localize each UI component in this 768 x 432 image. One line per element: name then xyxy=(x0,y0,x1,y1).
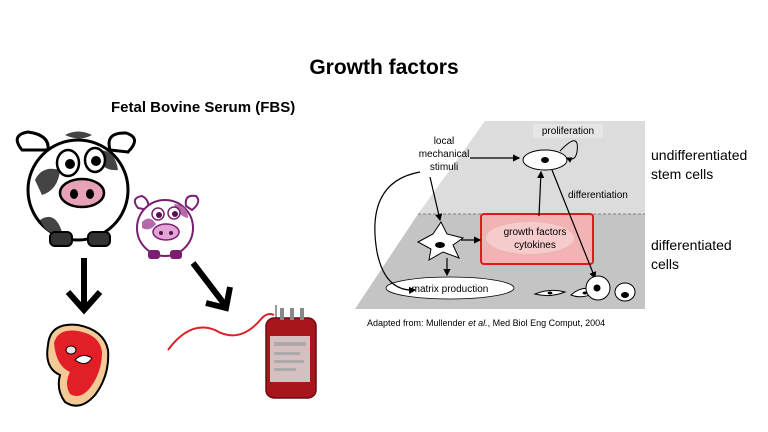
slide-title: Growth factors xyxy=(309,56,459,79)
stimuli-label: stimuli xyxy=(430,162,458,173)
fbs-illustration xyxy=(15,130,317,407)
citation-italic: et al. xyxy=(468,318,488,328)
differentiated-line-1: differentiated xyxy=(651,237,732,253)
citation: Adapted from: Mullender et al., Med Biol… xyxy=(367,318,605,328)
proliferation-label: proliferation xyxy=(542,126,594,137)
arrow-to-blood-bag xyxy=(190,261,233,312)
arrow-to-steak xyxy=(65,258,103,315)
cow-icon xyxy=(15,130,136,247)
steak-icon xyxy=(46,323,110,407)
citation-suffix: , Med Biol Eng Comput, 2004 xyxy=(487,318,606,328)
purple-cow-icon xyxy=(133,194,200,259)
stem-cell-diagram: growth factors cytokines local mechanica… xyxy=(355,121,645,309)
matrix-label: matrix production xyxy=(412,284,489,295)
undifferentiated-line-1: undifferentiated xyxy=(651,147,748,163)
growth-factors-label: growth factors xyxy=(504,227,567,238)
local-label: local xyxy=(434,136,455,147)
undifferentiated-line-2: stem cells xyxy=(651,166,714,182)
differentiated-line-2: cells xyxy=(651,256,680,272)
fbs-heading: Fetal Bovine Serum (FBS) xyxy=(111,99,296,116)
undifferentiated-label: undifferentiated stem cells xyxy=(651,146,747,184)
blood-bag-icon xyxy=(167,305,317,399)
mechanical-label: mechanical xyxy=(419,149,470,160)
differentiated-label: differentiated cells xyxy=(651,236,732,274)
cytokines-label: cytokines xyxy=(514,240,556,251)
differentiation-label: differentiation xyxy=(568,190,628,201)
citation-prefix: Adapted from: Mullender xyxy=(367,318,469,328)
